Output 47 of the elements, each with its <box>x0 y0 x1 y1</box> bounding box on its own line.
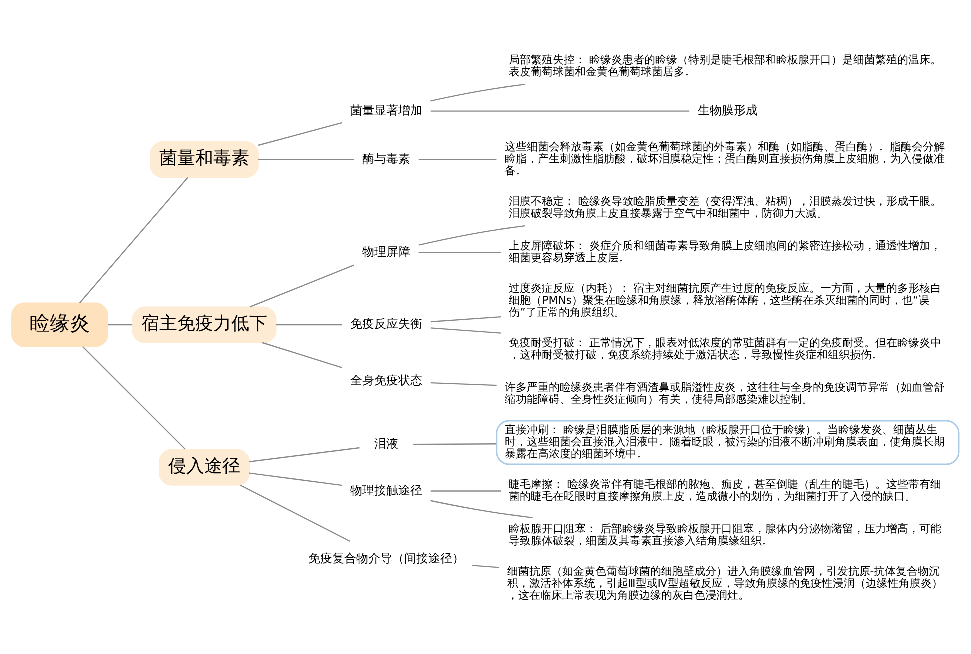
node-box: 睑缘炎 <box>12 302 108 347</box>
node-text: 全身免疫状态 <box>350 372 423 387</box>
node-text: 上皮屏障破坏： 炎症介质和细菌毒素导致角膜上皮细胞间的紧密连接松动，通透性增加，细菌更容易穿透上皮层。 <box>509 239 942 264</box>
connector <box>240 484 351 542</box>
connector <box>262 342 343 368</box>
connector <box>430 84 526 102</box>
connector <box>249 472 342 486</box>
node-text: 泪膜不稳定： 睑缘炎导致睑脂质量变差（变得浑浊、粘稠），泪膜蒸发过快，形成干眼。泪膜破裂导致角膜上皮直接暴露于空气中和细菌中，防御力大减。 <box>509 194 942 220</box>
connector <box>430 110 690 112</box>
node-box: 直接冲刷： 睑缘是泪膜脂质层的来源地（睑板腺开口位于睑缘）。当睑缘发炎、细菌丛生时，这些细菌会直接混入泪液中。随着眨眼，被污染的泪液不断冲刷角膜表面，使角膜长期暴露在高浓度的细菌环境中。 <box>496 420 960 465</box>
connector <box>413 443 497 445</box>
connector <box>258 122 342 146</box>
node-text: 菌量显著增加 <box>350 102 423 117</box>
node-text: 酶与毒素 <box>362 151 411 166</box>
node-box: 宿主免疫力低下 <box>132 306 277 343</box>
node-text: 免疫反应失衡 <box>350 316 423 331</box>
node-text: 许多严重的睑缘炎患者伴有酒渣鼻或脂溢性皮炎，这往往与全身的免疫调节异常（如血管舒缩功能障碍、全身性炎症倾向）有关，使得局部感染难以控制。 <box>504 380 945 406</box>
node-text: 睑板腺开口阻塞： 后部睑缘炎导致睑板腺开口阻塞，腺体内分泌物潴留，压力增高，可能导致腺体破裂，细菌及其毒素直接渗入结角膜缘组织。 <box>509 522 942 547</box>
connector <box>250 264 354 308</box>
connector <box>258 158 354 160</box>
node-text: 物理接触途径 <box>350 482 423 497</box>
node-box: 菌量和毒素 <box>150 140 259 178</box>
node-text: 这些细菌会释放毒素（如金黄色葡萄球菌的外毒素）和酶（如脂酶、蛋白酶）。脂酶会分解睑脂，产生刺激性脂肪酸，破坏泪膜稳定性；蛋白酶则直接损伤角膜上皮细胞，为入侵做准备。 <box>504 140 945 177</box>
node-box: 侵入途径 <box>158 448 250 486</box>
connector <box>430 327 502 334</box>
connector <box>108 324 133 326</box>
node-text: 物理屏障 <box>362 244 411 258</box>
node-text: 睫毛摩擦： 睑缘炎常伴有睫毛根部的脓疱、痂皮，甚至倒睫（乱生的睫毛）。这些带有细菌的睫毛在眨眼时直接摩擦角膜上皮，造成微小的划伤，为细菌打开了入侵的缺口。 <box>509 478 942 502</box>
node-text: 免疫复合物介导（间接途径） <box>308 551 465 566</box>
node-text: 局部繁殖失控： 睑缘炎患者的睑缘（特别是睫毛根部和睑板腺开口）是细菌繁殖的温床。表皮葡萄球菌和金黄色葡萄球菌居多。 <box>509 53 942 78</box>
connector <box>418 252 502 253</box>
connector <box>418 224 526 246</box>
node-text: 免疫耐受打破： 正常情况下，眼表对低浓度的常驻菌群有一定的免疫耐受。但在睑缘炎中，这种耐受被打破，免疫系统持续处于激活状态，导致慢性炎症和组织损伤。 <box>509 336 942 361</box>
connector <box>430 500 533 518</box>
connector <box>430 490 502 492</box>
connector <box>430 316 502 322</box>
node-text: 生物膜形成 <box>698 102 758 117</box>
node-text: 过度炎症反应（内耗）： 宿主对细菌抗原产生过度的免疫反应。一方面，大量的多形核白细胞（PMNs）聚集在睑缘和角膜缘，释放溶酶体酶，这些酶在杀灭细菌的同时，也“误伤”了正常的角膜组织。 <box>509 282 942 318</box>
connector <box>418 158 497 160</box>
node-text: 泪液 <box>374 436 399 450</box>
connector <box>82 346 186 450</box>
connector <box>276 324 342 326</box>
connector <box>249 446 360 462</box>
connector <box>430 382 497 386</box>
connector <box>79 176 188 303</box>
node-text: 细菌抗原（如金黄色葡萄球菌的细胞壁成分）进入角膜缘血管网，引发抗原-抗体复合物沉积，激活补体系统，引起Ⅲ型或Ⅳ型超敏反应，导致角膜缘的免疫性浸润（边缘性角膜炎），这在临床上常表现为角膜边缘的灰白色浸润灶。 <box>507 564 943 602</box>
connector <box>472 564 500 568</box>
